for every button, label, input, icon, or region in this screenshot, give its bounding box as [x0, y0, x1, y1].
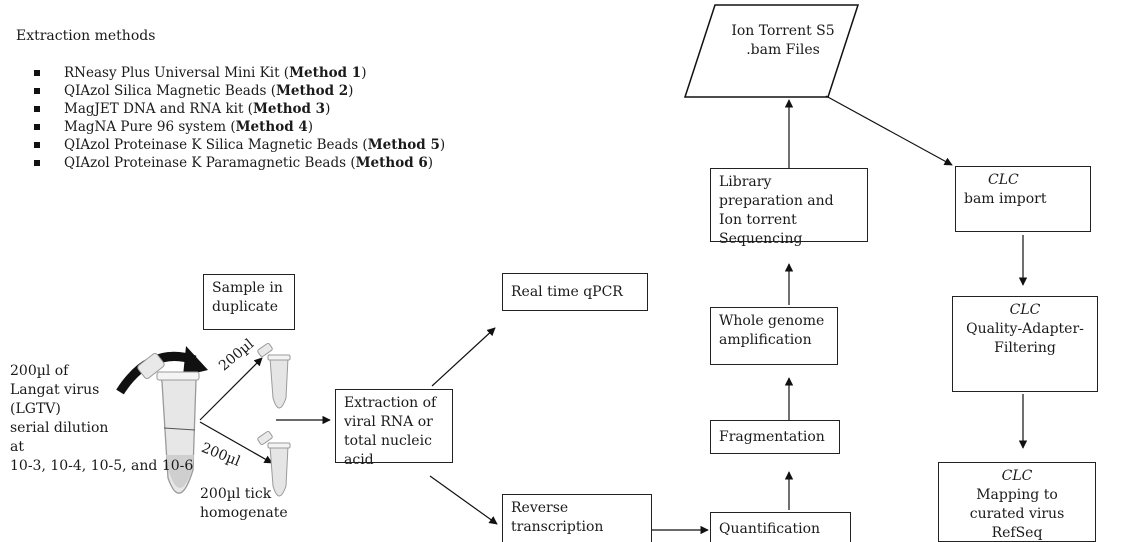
tick-label-line: 200µl tick [200, 486, 272, 502]
library-prep-box: Library preparation and Ion torrent Sequ… [710, 168, 868, 247]
method-item: MagJET DNA and RNA kit (Method 3) [34, 100, 445, 118]
method-number: Method 2 [275, 83, 349, 99]
to-qpcr-arrow [431, 327, 496, 387]
tick-label-line: homogenate [200, 505, 288, 521]
method-text: RNeasy Plus Universal Mini Kit ( [64, 65, 290, 81]
method-close: ) [307, 119, 314, 135]
method-close: ) [427, 155, 434, 171]
method-text: QIAzol Proteinase K Paramagnetic Beads ( [64, 155, 356, 171]
method-number: Method 3 [252, 101, 326, 117]
fragmentation-box: Fragmentation [710, 420, 840, 454]
bullet-icon [34, 70, 40, 76]
clc-quality-box: CLC Quality-Adapter-Filtering [952, 296, 1098, 392]
duplicate-tube-top [257, 342, 291, 409]
methods-title: Extraction methods [16, 28, 156, 44]
method-item: QIAzol Silica Magnetic Beads (Method 2) [34, 82, 445, 100]
method-item: MagNA Pure 96 system (Method 4) [34, 118, 445, 136]
method-list: RNeasy Plus Universal Mini Kit (Method 1… [34, 64, 445, 172]
method-item: RNeasy Plus Universal Mini Kit (Method 1… [34, 64, 445, 82]
tick-homogenate-tube [137, 353, 200, 494]
method-close: ) [361, 65, 367, 81]
bullet-icon [34, 142, 40, 148]
method-item: QIAzol Proteinase K Silica Magnetic Bead… [34, 136, 445, 154]
duplicate-tube-bottom [257, 430, 291, 497]
to-rt-arrow [429, 475, 498, 525]
method-text: QIAzol Proteinase K Silica Magnetic Bead… [64, 137, 368, 153]
wga-box: Whole genome amplification [710, 307, 838, 365]
to-clc-import-arrow [825, 95, 953, 166]
bullet-icon [34, 124, 40, 130]
method-close: ) [348, 83, 354, 99]
clc-body: Mapping to curated virus RefSeq [969, 487, 1065, 541]
clc-import-box: CLC bam import [955, 166, 1091, 232]
method-text: QIAzol Silica Magnetic Beads ( [64, 83, 276, 99]
method-number: Method 4 [235, 119, 308, 135]
virus-line: serial dilution [10, 420, 109, 436]
split-arrow-bottom [199, 421, 273, 464]
virus-line: (LGTV) [10, 401, 61, 417]
method-number: Method 5 [367, 137, 440, 153]
method-close: ) [439, 137, 446, 153]
extraction-box: Extraction of viral RNA or total nucleic… [335, 389, 453, 468]
method-number: Method 1 [289, 65, 362, 81]
bullet-icon [34, 88, 40, 94]
reverse-transcription-box: Reverse transcription [502, 494, 652, 542]
qpcr-box: Real time qPCR [502, 273, 648, 311]
sample-duplicate-box: Sample in duplicate [203, 274, 295, 330]
tick-homogenate-label: 200µl tick homogenate [200, 485, 288, 523]
ion-torrent-box: Ion Torrent S5 .bam Files [731, 23, 835, 58]
clc-body: Quality-Adapter-Filtering [966, 321, 1084, 356]
method-text: MagNA Pure 96 system ( [64, 119, 236, 135]
clc-title: CLC [1009, 302, 1041, 318]
clc-mapping-box: CLC Mapping to curated virus RefSeq [938, 462, 1096, 542]
clc-title: CLC [1001, 468, 1033, 484]
clc-body: bam import [964, 191, 1047, 207]
method-number: Method 6 [355, 155, 428, 171]
pipette-curve-arrowhead [183, 346, 208, 376]
dilutions-text: 10-3, 10-4, 10-5, and 10-6 [10, 458, 194, 474]
virus-line: at [10, 439, 24, 455]
virus-line: Langat virus [10, 382, 100, 398]
quantification-box: Quantification [710, 512, 851, 542]
method-close: ) [325, 101, 331, 117]
virus-line: 200µl of [10, 363, 69, 379]
bullet-icon [34, 106, 40, 112]
bullet-icon [34, 160, 40, 166]
split-arrow-top [199, 357, 263, 421]
method-text: MagJET DNA and RNA kit ( [64, 101, 253, 117]
clc-title: CLC [988, 172, 1019, 188]
virus-dilution-text: 200µl of Langat virus (LGTV) serial dilu… [10, 362, 193, 476]
method-item: QIAzol Proteinase K Paramagnetic Beads (… [34, 154, 445, 172]
